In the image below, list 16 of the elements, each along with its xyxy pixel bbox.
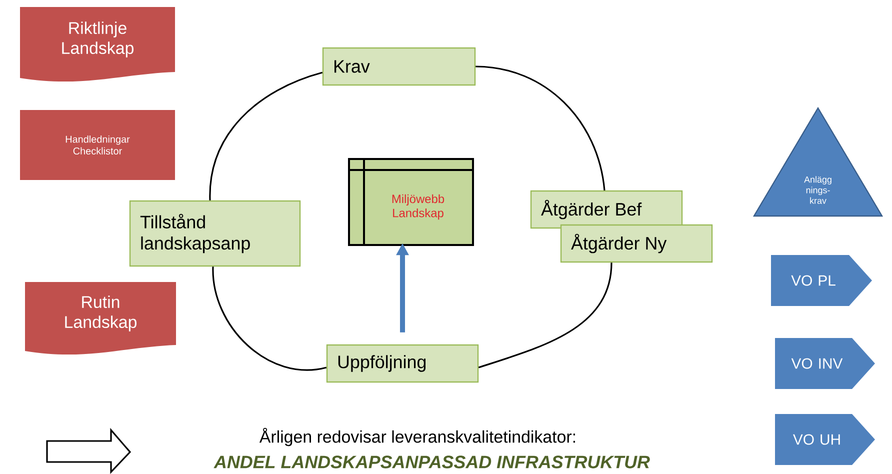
process-box: Uppföljning bbox=[326, 344, 479, 383]
process-box: Handledningar Checklistor bbox=[20, 110, 175, 180]
pentagon-arrow-box: VO UH bbox=[775, 414, 875, 465]
caption-text: ANDEL LANDSKAPSANPASSAD INFRASTRUKTUR bbox=[214, 456, 650, 468]
connector-line bbox=[209, 72, 323, 200]
connector-line bbox=[476, 66, 606, 190]
process-box: Åtgärder Ny bbox=[560, 224, 713, 263]
pentagon-arrow-box: VO INV bbox=[775, 338, 875, 389]
connector-line bbox=[478, 262, 612, 368]
process-box: Krav bbox=[322, 47, 476, 86]
caption-text: Årligen redovisar leveranskvalitetindikator: bbox=[259, 428, 575, 446]
process-box: Tillstånd landskapsanp bbox=[129, 200, 301, 267]
window-box: Miljöwebb Landskap bbox=[348, 158, 474, 246]
connector-line bbox=[212, 266, 327, 371]
pentagon-arrow-box: VO PL bbox=[771, 255, 872, 306]
process-box: Åtgärder Bef bbox=[530, 190, 683, 229]
